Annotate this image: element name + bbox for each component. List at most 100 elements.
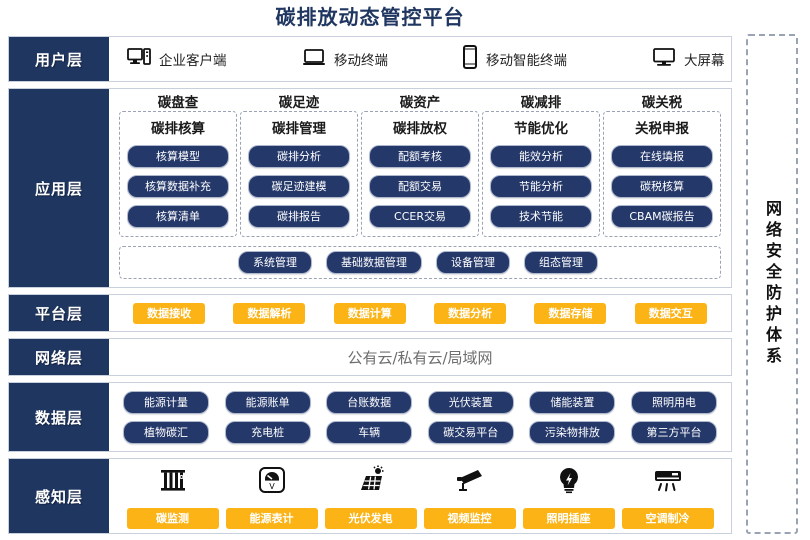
- app-feature-pill[interactable]: 核算模型: [127, 145, 229, 168]
- platform-chip-data-receive[interactable]: 数据接收: [133, 302, 206, 324]
- app-column-carbon-footprint: 碳足迹 碳排管理 碳排分析 碳足迹建模 碳排报告: [240, 95, 358, 237]
- sense-item-carbon-monitor[interactable]: 碳监测: [126, 461, 219, 529]
- app-column-box: 碳排核算 核算模型 核算数据补充 核算清单: [119, 111, 237, 237]
- application-column-group: 碳盘查 碳排核算 核算模型 核算数据补充 核算清单 碳足迹 碳排管理 碳排分析 …: [119, 95, 721, 237]
- app-column-subtitle: 碳排放权: [393, 121, 447, 137]
- data-pill-pollutant-emission[interactable]: 污染物排放: [529, 420, 616, 444]
- sense-item-label: 视频监控: [423, 508, 516, 529]
- app-column-title: 碳资产: [361, 95, 479, 111]
- sense-item-label: 能源表计: [225, 508, 318, 529]
- air-conditioner-icon: [652, 461, 684, 499]
- data-pill-vehicle[interactable]: 车辆: [326, 420, 413, 444]
- app-feature-pill[interactable]: 能效分析: [490, 145, 592, 168]
- app-feature-pill[interactable]: 配额考核: [369, 145, 471, 168]
- app-column-carbon-reduction: 碳减排 节能优化 能效分析 节能分析 技术节能: [482, 95, 600, 237]
- layer-label-network: 网络层: [9, 339, 109, 375]
- layer-body-application: 碳盘查 碳排核算 核算模型 核算数据补充 核算清单 碳足迹 碳排管理 碳排分析 …: [109, 89, 731, 287]
- app-feature-pill[interactable]: 核算数据补充: [127, 175, 229, 198]
- page-title: 碳排放动态管控平台: [275, 5, 465, 29]
- user-item-enterprise-client[interactable]: 企业客户端: [127, 47, 302, 71]
- management-pill-system[interactable]: 系统管理: [238, 251, 312, 274]
- user-item-large-screen[interactable]: 大屏幕: [652, 47, 725, 71]
- app-feature-pill[interactable]: 节能分析: [490, 175, 592, 198]
- app-column-box: 碳排管理 碳排分析 碳足迹建模 碳排报告: [240, 111, 358, 237]
- app-feature-pill[interactable]: CCER交易: [369, 205, 471, 228]
- user-item-label: 企业客户端: [159, 53, 227, 69]
- layer-label-user: 用户层: [9, 37, 109, 81]
- data-pill-ledger-data[interactable]: 台账数据: [326, 390, 413, 414]
- security-band-label: 网络安全防护体系: [763, 200, 782, 368]
- app-column-box: 关税申报 在线填报 碳税核算 CBAM碳报告: [603, 111, 721, 237]
- layer-label-application: 应用层: [9, 89, 109, 287]
- app-feature-pill[interactable]: 核算清单: [127, 205, 229, 228]
- app-column-carbon-tariff: 碳关税 关税申报 在线填报 碳税核算 CBAM碳报告: [603, 95, 721, 237]
- app-column-box: 节能优化 能效分析 节能分析 技术节能: [482, 111, 600, 237]
- sense-item-hvac-cooling[interactable]: 空调制冷: [621, 461, 714, 529]
- data-source-grid: 能源计量 能源账单 台账数据 光伏装置 储能装置 照明用电 植物碳汇 充电桩 车…: [109, 383, 731, 452]
- app-feature-pill[interactable]: 碳足迹建模: [248, 175, 350, 198]
- solar-panel-icon: [355, 461, 387, 499]
- data-pill-carbon-trading-platform[interactable]: 碳交易平台: [427, 420, 514, 444]
- data-pill-energy-metering[interactable]: 能源计量: [123, 390, 209, 414]
- platform-chip-data-storage[interactable]: 数据存储: [534, 302, 607, 324]
- app-feature-pill[interactable]: 碳排报告: [248, 205, 350, 228]
- monitor-icon: [652, 47, 676, 71]
- energy-meter-icon: V: [256, 461, 288, 499]
- user-terminal-list: 企业客户端 移动终端: [109, 45, 731, 73]
- platform-chip-data-analysis[interactable]: 数据分析: [434, 302, 507, 324]
- layer-platform: 平台层 数据接收 数据解析 数据计算 数据分析 数据存储 数据交互: [8, 294, 732, 332]
- layer-label-platform: 平台层: [9, 295, 109, 331]
- sense-device-list: 碳监测 V 能源表计: [109, 455, 731, 537]
- app-feature-pill[interactable]: 在线填报: [611, 145, 713, 168]
- data-pill-third-party-platform[interactable]: 第三方平台: [630, 420, 717, 444]
- management-pill-configuration[interactable]: 组态管理: [524, 251, 598, 274]
- management-pill-device[interactable]: 设备管理: [436, 251, 510, 274]
- security-band: 网络安全防护体系: [746, 34, 798, 534]
- platform-chip-data-compute[interactable]: 数据计算: [333, 302, 406, 324]
- app-column-subtitle: 关税申报: [635, 121, 689, 137]
- light-bulb-icon: [553, 461, 585, 499]
- app-feature-pill[interactable]: CBAM碳报告: [611, 205, 713, 228]
- app-column-subtitle: 碳排核算: [151, 121, 205, 137]
- user-item-smart-mobile-terminal[interactable]: 移动智能终端: [462, 45, 652, 73]
- data-source-row: 植物碳汇 充电桩 车辆 碳交易平台 污染物排放 第三方平台: [123, 420, 717, 444]
- layer-application: 应用层 碳盘查 碳排核算 核算模型 核算数据补充 核算清单 碳足迹 碳排管理: [8, 88, 732, 288]
- app-column-carbon-asset: 碳资产 碳排放权 配额考核 配额交易 CCER交易: [361, 95, 479, 237]
- user-item-label: 移动智能终端: [486, 53, 567, 69]
- app-feature-pill[interactable]: 技术节能: [490, 205, 592, 228]
- app-feature-pill[interactable]: 碳排分析: [248, 145, 350, 168]
- layer-label-sense: 感知层: [9, 459, 109, 533]
- layer-data: 数据层 能源计量 能源账单 台账数据 光伏装置 储能装置 照明用电 植物碳汇 充…: [8, 382, 732, 452]
- cctv-camera-icon: [454, 461, 486, 499]
- sense-item-lighting-socket[interactable]: 照明插座: [522, 461, 615, 529]
- layer-body-data: 能源计量 能源账单 台账数据 光伏装置 储能装置 照明用电 植物碳汇 充电桩 车…: [109, 383, 731, 451]
- data-pill-lighting-power[interactable]: 照明用电: [630, 390, 717, 414]
- app-column-title: 碳减排: [482, 95, 600, 111]
- management-pill-basic-data[interactable]: 基础数据管理: [326, 251, 422, 274]
- app-column-title: 碳关税: [603, 95, 721, 111]
- user-item-mobile-terminal[interactable]: 移动终端: [302, 47, 462, 71]
- platform-chip-data-parse[interactable]: 数据解析: [233, 302, 306, 324]
- app-column-title: 碳盘查: [119, 95, 237, 111]
- carbon-monitor-icon: [157, 461, 189, 499]
- app-column-title: 碳足迹: [240, 95, 358, 111]
- data-pill-charging-pile[interactable]: 充电桩: [224, 420, 311, 444]
- data-pill-plant-carbon-sink[interactable]: 植物碳汇: [123, 420, 209, 444]
- app-feature-pill[interactable]: 碳税核算: [611, 175, 713, 198]
- sense-item-label: 空调制冷: [621, 508, 714, 529]
- app-feature-pill[interactable]: 配额交易: [369, 175, 471, 198]
- sense-item-pv-generation[interactable]: 光伏发电: [324, 461, 417, 529]
- platform-chip-data-exchange[interactable]: 数据交互: [634, 302, 707, 324]
- smartphone-icon: [462, 45, 478, 73]
- data-pill-energy-bill[interactable]: 能源账单: [224, 390, 311, 414]
- data-pill-pv-device[interactable]: 光伏装置: [427, 390, 514, 414]
- application-management-group: 系统管理 基础数据管理 设备管理 组态管理: [119, 246, 721, 279]
- sense-item-energy-meter[interactable]: V 能源表计: [225, 461, 318, 529]
- layer-label-data: 数据层: [9, 383, 109, 451]
- data-source-row: 能源计量 能源账单 台账数据 光伏装置 储能装置 照明用电: [123, 390, 717, 414]
- layer-network: 网络层 公有云/私有云/局域网: [8, 338, 732, 376]
- app-column-subtitle: 碳排管理: [272, 121, 326, 137]
- app-column-subtitle: 节能优化: [514, 121, 568, 137]
- data-pill-storage-device[interactable]: 储能装置: [529, 390, 616, 414]
- sense-item-video-surveillance[interactable]: 视频监控: [423, 461, 516, 529]
